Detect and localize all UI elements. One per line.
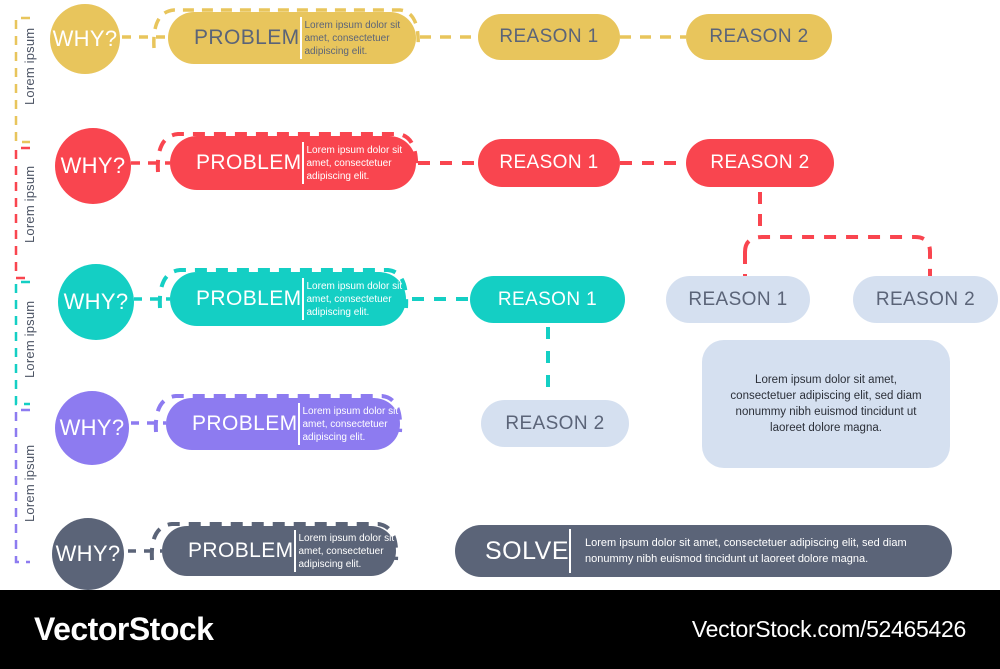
why-circle-label: WHY? — [52, 26, 118, 51]
note-card: Lorem ipsum dolor sit amet, consectetuer… — [702, 340, 950, 468]
why-circle-label: WHY? — [60, 153, 126, 178]
problem-title: PROBLEM — [188, 539, 294, 562]
problem-title: PROBLEM — [192, 412, 298, 435]
reason-label: REASON 1 — [499, 26, 599, 47]
solve-divider — [569, 529, 572, 573]
why-circle-red[interactable]: WHY? — [55, 128, 131, 204]
why-circle-purple[interactable]: WHY? — [55, 391, 129, 465]
reason-label: REASON 1 — [688, 288, 788, 310]
side-label-4: Lorem ipsum — [22, 444, 37, 522]
watermark-footer: VectorStock VectorStock.com/52465426 — [0, 590, 1000, 669]
problem-divider — [293, 530, 296, 572]
problem-divider — [299, 17, 302, 59]
problem-divider — [301, 142, 304, 184]
solve-bar[interactable]: SOLVE Lorem ipsum dolor sit amet, consec… — [455, 525, 952, 577]
reason-pill-teal-1[interactable]: REASON 1 — [470, 276, 625, 323]
why-circle-label: WHY? — [55, 541, 121, 566]
problem-title: PROBLEM — [194, 26, 300, 49]
reason-pill-red-1[interactable]: REASON 1 — [478, 139, 620, 187]
note-text: Lorem ipsum dolor sit amet, consectetuer… — [730, 374, 922, 434]
reason-label: REASON 2 — [710, 152, 810, 173]
reason-pill-yellow-1[interactable]: REASON 1 — [478, 14, 620, 60]
reason-pill-red-2[interactable]: REASON 2 — [686, 139, 834, 187]
reason-pill-yellow-2[interactable]: REASON 2 — [686, 14, 832, 60]
side-label-3: Lorem ipsum — [22, 300, 37, 378]
problem-description: Lorem ipsum dolor sit amet, consectetuer… — [306, 144, 403, 182]
side-label-2: Lorem ipsum — [22, 165, 37, 243]
problem-title: PROBLEM — [196, 287, 302, 310]
why-circle-slate[interactable]: WHY? — [52, 518, 124, 590]
branch-reason-pill-1[interactable]: REASON 1 — [666, 276, 810, 323]
reason-label: REASON 1 — [497, 288, 598, 310]
reason-label: REASON 2 — [875, 288, 976, 310]
problem-pill-red[interactable]: PROBLEM Lorem ipsum dolor sit amet, cons… — [170, 136, 416, 190]
problem-divider — [301, 278, 304, 320]
reason-label: REASON 2 — [505, 412, 605, 434]
why-circle-teal[interactable]: WHY? — [58, 264, 134, 340]
problem-description: Lorem ipsum dolor sit amet, consectetuer… — [298, 532, 395, 570]
problem-description: Lorem ipsum dolor sit amet, consectetuer… — [302, 405, 399, 443]
problem-description: Lorem ipsum dolor sit amet, consectetuer… — [304, 19, 401, 57]
side-label-1: Lorem ipsum — [22, 27, 37, 105]
problem-description: Lorem ipsum dolor sit amet, consectetuer… — [306, 280, 403, 318]
problem-title: PROBLEM — [196, 151, 302, 174]
problem-pill-yellow[interactable]: PROBLEM Lorem ipsum dolor sit amet, cons… — [168, 12, 416, 64]
solve-description: Lorem ipsum dolor sit amet, consectetuer… — [585, 537, 907, 565]
why-circle-yellow[interactable]: WHY? — [50, 4, 120, 74]
solve-title: SOLVE — [485, 536, 570, 565]
why-circle-label: WHY? — [59, 415, 125, 440]
problem-pill-slate[interactable]: PROBLEM Lorem ipsum dolor sit amet, cons… — [162, 526, 396, 576]
vectorstock-url: VectorStock.com/52465426 — [691, 616, 966, 642]
problem-divider — [297, 403, 300, 445]
teal-branch-reason-pill[interactable]: REASON 2 — [481, 400, 629, 447]
reason-label: REASON 2 — [709, 26, 809, 47]
vectorstock-logo: VectorStock — [34, 611, 214, 647]
branch-red-to-blue-reasons — [743, 192, 932, 276]
problem-pill-teal[interactable]: PROBLEM Lorem ipsum dolor sit amet, cons… — [170, 272, 406, 326]
problem-pill-purple[interactable]: PROBLEM Lorem ipsum dolor sit amet, cons… — [166, 398, 400, 450]
branch-reason-pill-2[interactable]: REASON 2 — [853, 276, 998, 323]
reason-label: REASON 1 — [499, 152, 599, 173]
why-circle-label: WHY? — [63, 289, 129, 314]
